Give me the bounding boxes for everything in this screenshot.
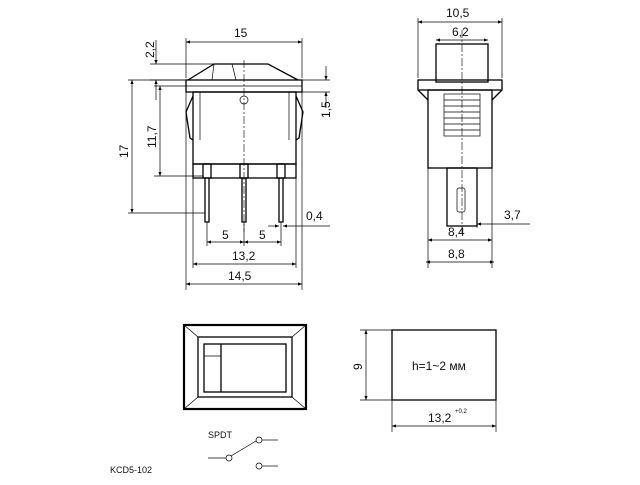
right-clip [295,95,304,141]
model-label: KCD5-102 [110,465,152,475]
rocker-cap [187,63,299,81]
terminal-stem [446,167,478,227]
dim-total-height: 17 [117,144,131,158]
dim-cap-height: 2,2 [143,41,157,58]
top-view [182,323,308,411]
dim-pin-thickness: 0,4 [306,209,323,223]
dim-inner-width: 8,4 [448,225,465,239]
side-body [427,89,493,169]
dim-pin-spacing-left: 5 [222,228,229,242]
dim-top-width: 15 [234,26,248,40]
dim-height-to-terminals: 11,7 [145,125,159,148]
panel-cutout: h=1~2 мм 9 13,2 +0,2 [351,329,497,432]
dim-cutout-width: 13,2 [428,411,452,425]
center-dot-icon [239,95,249,105]
schematic-label: SPDT [208,430,233,440]
switch-body [192,91,297,165]
dim-pin-span: 13,2 [232,249,256,263]
dim-cutout-tolerance: +0,2 [455,409,468,415]
front-view: 15 2,2 1,5 11,7 17 5 5 0,4 [117,26,333,290]
dim-body-width: 14,5 [228,269,252,283]
dim-base-height: 1,5 [319,101,333,118]
left-clip [185,95,194,141]
dim-top-width-side: 10,5 [446,6,470,20]
top-outer-frame [182,323,308,411]
dim-pin-spacing-right: 5 [259,228,266,242]
cutout-rect [391,329,497,401]
side-view: 10,5 6,2 3,7 8,4 8,8 [417,6,530,268]
panel-thickness-label: h=1~2 мм [412,359,466,373]
spdt-schematic: SPDT [208,430,278,470]
dim-cutout-height: 9 [351,363,365,370]
dim-terminal-width: 3,7 [504,208,521,222]
dim-button-width: 6,2 [452,25,469,39]
dim-outer-width: 8,8 [448,247,465,261]
rocker-face [203,343,287,393]
